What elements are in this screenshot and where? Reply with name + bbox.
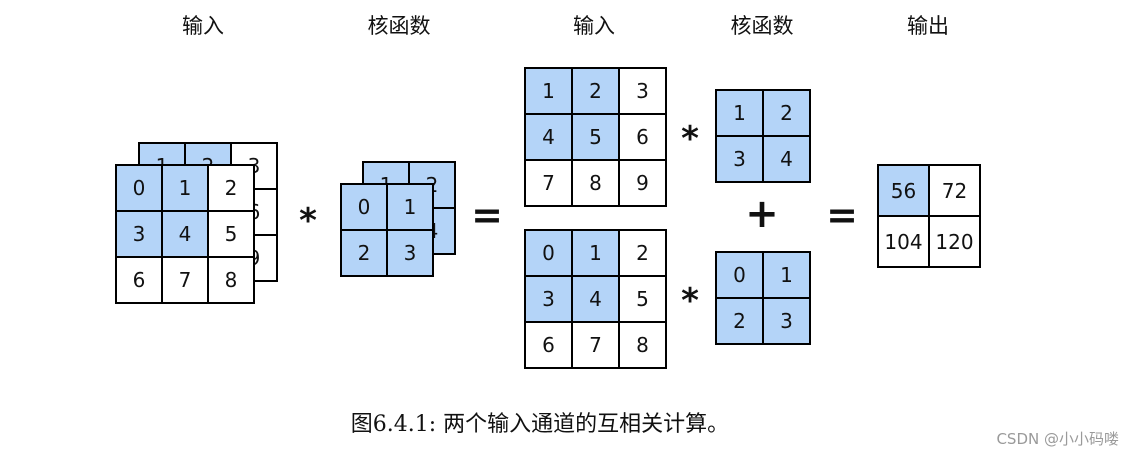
conv-operator-top: * <box>681 119 699 159</box>
grid-cell: 5 <box>207 210 255 258</box>
grid-cell: 104 <box>877 215 930 268</box>
grid-cell: 2 <box>340 229 388 277</box>
grid-cell: 3 <box>524 275 573 323</box>
grid-cell: 2 <box>207 164 255 212</box>
grid-cell: 0 <box>115 164 163 212</box>
grid-cell: 3 <box>762 297 811 345</box>
grid-cell: 3 <box>618 67 667 115</box>
grid-cell: 1 <box>571 229 620 277</box>
grid-cell: 0 <box>524 229 573 277</box>
equals-operator-right: = <box>826 193 858 237</box>
watermark: CSDN @小小码喽 <box>996 430 1119 448</box>
grid-cell: 8 <box>207 256 255 304</box>
grid-cell: 5 <box>618 275 667 323</box>
header-input-left: 输入 <box>182 14 224 38</box>
equals-operator-left: = <box>471 193 503 237</box>
grid-cell: 2 <box>571 67 620 115</box>
grid-cell: 72 <box>928 164 981 217</box>
grid-cell: 9 <box>618 159 667 207</box>
grid-cell: 2 <box>715 297 764 345</box>
grid-cell: 120 <box>928 215 981 268</box>
header-kernel-left: 核函数 <box>367 14 431 38</box>
grid-cell: 3 <box>386 229 434 277</box>
header-kernel-right: 核函数 <box>730 14 794 38</box>
grid-cell: 0 <box>715 251 764 299</box>
grid-cell: 3 <box>715 135 764 183</box>
header-output: 输出 <box>907 14 949 38</box>
grid-cell: 1 <box>161 164 209 212</box>
grid-cell: 4 <box>161 210 209 258</box>
grid-cell: 7 <box>524 159 573 207</box>
grid-cell: 2 <box>762 89 811 137</box>
figure-caption: 图6.4.1: 两个输入通道的互相关计算。 <box>350 412 730 437</box>
grid-cell: 7 <box>161 256 209 304</box>
conv-operator-bottom: * <box>681 281 699 321</box>
grid-cell: 1 <box>715 89 764 137</box>
grid-cell: 56 <box>877 164 930 217</box>
conv-operator-left: * <box>299 201 317 241</box>
grid-cell: 3 <box>115 210 163 258</box>
grid-cell: 6 <box>115 256 163 304</box>
grid-cell: 6 <box>618 113 667 161</box>
grid-cell: 1 <box>762 251 811 299</box>
grid-cell: 8 <box>571 159 620 207</box>
header-input-right: 输入 <box>573 14 615 38</box>
grid-cell: 0 <box>340 183 388 231</box>
grid-cell: 2 <box>618 229 667 277</box>
grid-cell: 7 <box>571 321 620 369</box>
grid-cell: 4 <box>524 113 573 161</box>
grid-cell: 1 <box>386 183 434 231</box>
plus-operator: + <box>745 191 779 237</box>
grid-cell: 1 <box>524 67 573 115</box>
grid-cell: 6 <box>524 321 573 369</box>
grid-cell: 5 <box>571 113 620 161</box>
grid-cell: 4 <box>571 275 620 323</box>
grid-cell: 4 <box>762 135 811 183</box>
grid-cell: 8 <box>618 321 667 369</box>
